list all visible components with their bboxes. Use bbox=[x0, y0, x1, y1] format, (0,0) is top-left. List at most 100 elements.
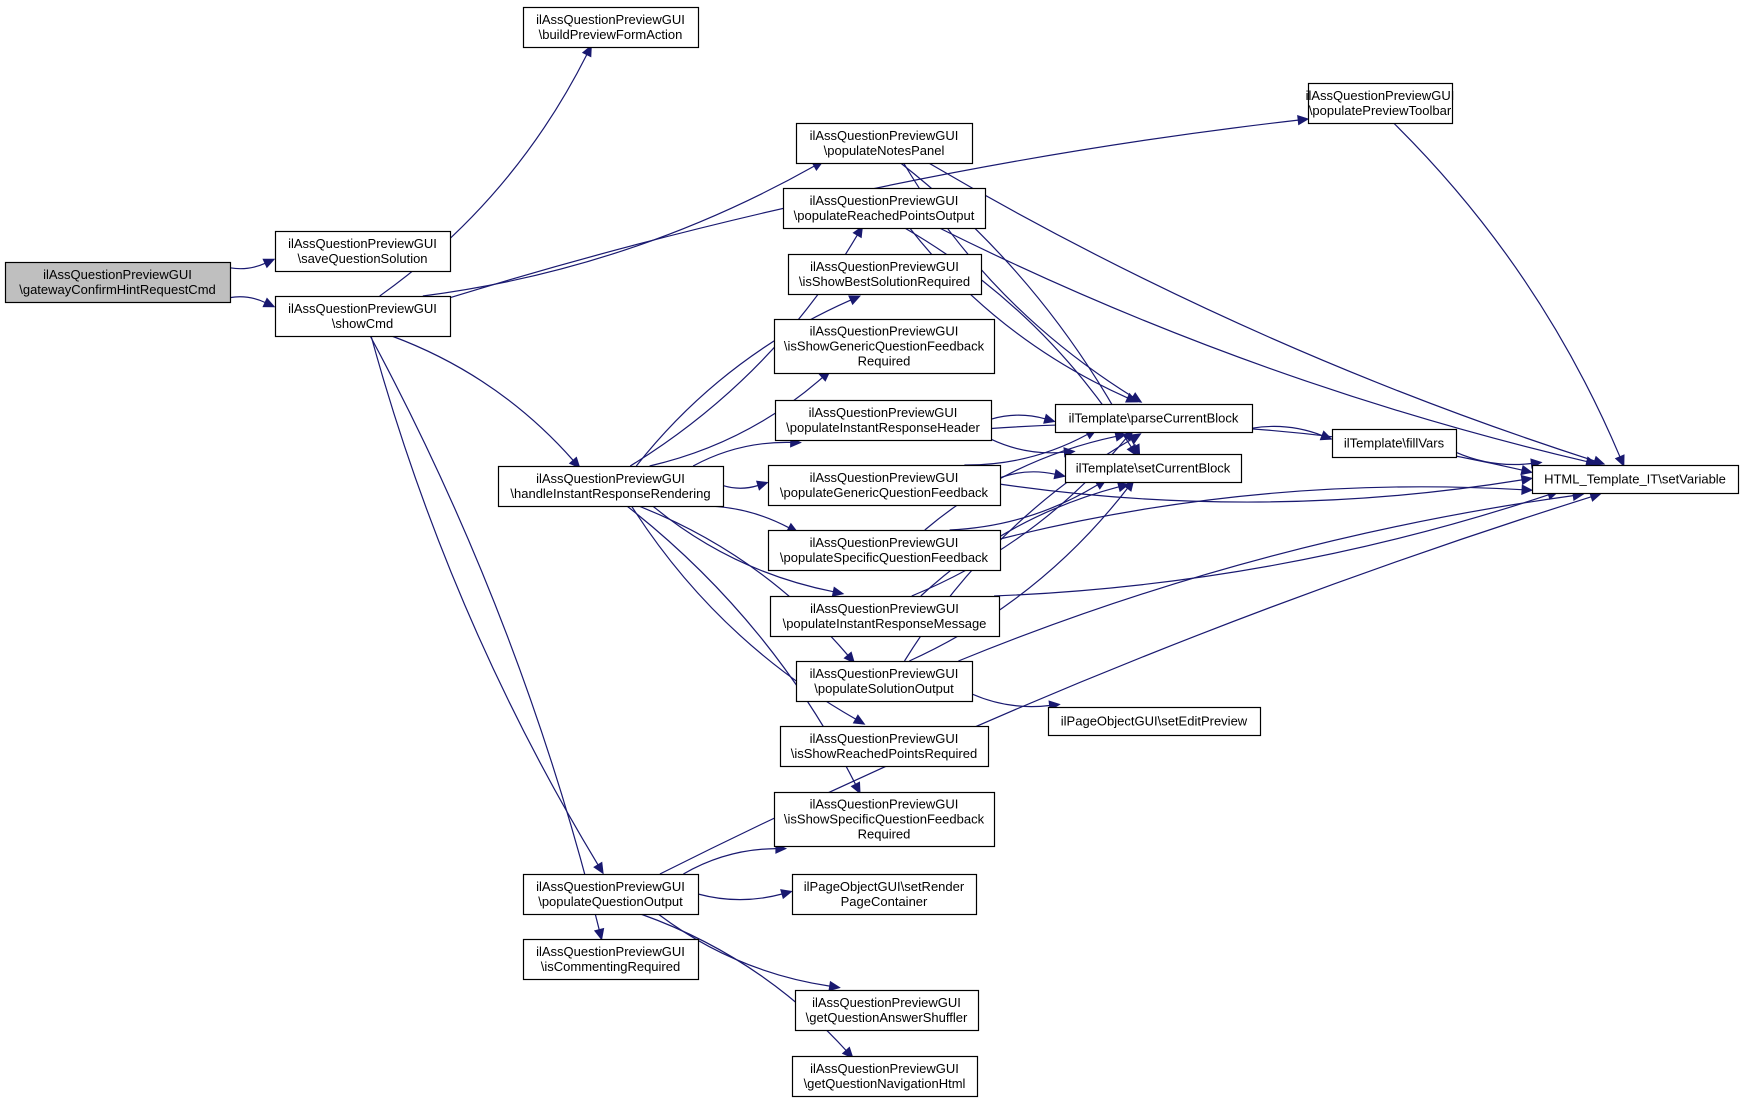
node-is-show-best-solution-required[interactable]: ilAssQuestionPreviewGUI\isShowBestSoluti… bbox=[787, 253, 983, 296]
node-save-question-solution[interactable]: ilAssQuestionPreviewGUI\saveQuestionSolu… bbox=[274, 230, 452, 273]
node-fill-vars[interactable]: ilTemplate\fillVars bbox=[1331, 428, 1458, 459]
node-box bbox=[773, 791, 996, 848]
arrowhead-icon bbox=[581, 44, 592, 58]
arrowhead-icon bbox=[1128, 433, 1142, 444]
edge-line bbox=[999, 486, 1523, 540]
edge-line bbox=[635, 299, 851, 467]
edge-line bbox=[692, 441, 791, 467]
arrowhead-icon bbox=[1520, 464, 1534, 476]
node-label-line: ilAssQuestionPreviewGUI bbox=[288, 301, 437, 316]
node-populate-question-output[interactable]: ilAssQuestionPreviewGUI\populateQuestion… bbox=[522, 873, 700, 916]
node-label-line: ilAssQuestionPreviewGUI bbox=[809, 405, 958, 420]
node-label-line: ilTemplate\parseCurrentBlock bbox=[1069, 411, 1239, 426]
edge-line bbox=[683, 848, 776, 875]
arrowhead-icon bbox=[262, 297, 276, 308]
edge-handle-instant-response-rendering-to-populate-specific-question-feedback bbox=[695, 505, 799, 533]
edge-parse-current-block-to-fill-vars bbox=[1251, 425, 1333, 441]
node-label-line: \handleInstantResponseRendering bbox=[510, 486, 710, 501]
node-box bbox=[274, 230, 452, 273]
node-populate-instant-response-header[interactable]: ilAssQuestionPreviewGUI\populateInstantR… bbox=[774, 399, 993, 442]
node-box bbox=[795, 122, 974, 165]
node-is-show-reached-points-required[interactable]: ilAssQuestionPreviewGUI\isShowReachedPoi… bbox=[779, 725, 990, 768]
arrowhead-icon bbox=[841, 1046, 854, 1059]
edge-populate-question-output-to-is-show-specific-question-feedback-required bbox=[683, 843, 788, 875]
edge-populate-preview-toolbar-to-set-variable bbox=[1393, 122, 1625, 468]
node-handle-instant-response-rendering[interactable]: ilAssQuestionPreviewGUI\handleInstantRes… bbox=[497, 465, 725, 508]
node-set-current-block[interactable]: ilTemplate\setCurrentBlock bbox=[1064, 453, 1243, 484]
edge-show-cmd-to-handle-instant-response-rendering bbox=[391, 335, 581, 469]
arrowhead-icon bbox=[1319, 430, 1333, 441]
node-get-question-navigation-html[interactable]: ilAssQuestionPreviewGUI\getQuestionNavig… bbox=[791, 1055, 979, 1098]
node-populate-preview-toolbar[interactable]: ilAssQuestionPreviewGUI\populatePreviewT… bbox=[1306, 82, 1455, 125]
node-label-line: ilPageObjectGUI\setEditPreview bbox=[1061, 714, 1248, 729]
node-is-commenting-required[interactable]: ilAssQuestionPreviewGUI\isCommentingRequ… bbox=[522, 938, 700, 981]
node-box bbox=[1331, 428, 1458, 459]
edge-line bbox=[697, 893, 783, 901]
node-label-line: \populateSolutionOutput bbox=[814, 681, 954, 696]
node-label-line: HTML_Template_IT\setVariable bbox=[1544, 472, 1726, 487]
edge-line bbox=[939, 227, 1587, 463]
node-box bbox=[522, 938, 700, 981]
node-label-line: \showCmd bbox=[332, 316, 393, 331]
arrowhead-icon bbox=[1297, 114, 1310, 126]
node-label-line: \isShowBestSolutionRequired bbox=[799, 274, 970, 289]
node-box bbox=[774, 399, 993, 442]
node-populate-reached-points-output[interactable]: ilAssQuestionPreviewGUI\populateReachedP… bbox=[782, 187, 987, 230]
node-build-preview-form-action[interactable]: ilAssQuestionPreviewGUI\buildPreviewForm… bbox=[522, 6, 700, 49]
node-label-line: \isShowSpecificQuestionFeedback bbox=[784, 812, 985, 827]
node-label-line: ilAssQuestionPreviewGUI bbox=[810, 470, 959, 485]
edge-handle-instant-response-rendering-to-populate-solution-output bbox=[638, 505, 856, 664]
node-is-show-generic-question-feedback-required[interactable]: ilAssQuestionPreviewGUI\isShowGenericQue… bbox=[773, 318, 996, 375]
node-populate-solution-output[interactable]: ilAssQuestionPreviewGUI\populateSolution… bbox=[795, 660, 974, 703]
edge-populate-question-output-to-set-render-page-container bbox=[697, 889, 793, 901]
node-label-line: ilAssQuestionPreviewGUI bbox=[536, 944, 685, 959]
node-label-line: ilAssQuestionPreviewGUI bbox=[1306, 88, 1455, 103]
node-box bbox=[782, 187, 987, 230]
arrowhead-icon bbox=[1053, 468, 1066, 480]
node-parse-current-block[interactable]: ilTemplate\parseCurrentBlock bbox=[1054, 403, 1254, 434]
arrowhead-icon bbox=[1521, 484, 1534, 495]
node-label-line: ilAssQuestionPreviewGUI bbox=[810, 193, 959, 208]
edge-populate-solution-output-to-set-variable bbox=[958, 490, 1585, 662]
edge-fill-vars-to-set-variable bbox=[1455, 451, 1543, 469]
node-label-line: ilAssQuestionPreviewGUI bbox=[536, 471, 685, 486]
arrowhead-icon bbox=[852, 714, 866, 725]
arrowhead-icon bbox=[1114, 431, 1127, 442]
node-label-line: \populateNotesPanel bbox=[824, 143, 945, 158]
edge-line bbox=[920, 486, 1119, 597]
node-gateway-confirm-hint-request-cmd[interactable]: ilAssQuestionPreviewGUI\gatewayConfirmHi… bbox=[4, 261, 232, 304]
edge-line bbox=[1393, 122, 1621, 457]
arrowhead-icon bbox=[852, 225, 864, 239]
node-label-line: ilAssQuestionPreviewGUI bbox=[812, 995, 961, 1010]
node-label-line: ilPageObjectGUI\setRender bbox=[804, 879, 965, 894]
node-label-line: ilAssQuestionPreviewGUI bbox=[810, 259, 959, 274]
node-get-question-answer-shuffler[interactable]: ilAssQuestionPreviewGUI\getQuestionAnswe… bbox=[794, 989, 980, 1032]
node-label-line: ilAssQuestionPreviewGUI bbox=[810, 731, 959, 746]
node-box bbox=[773, 318, 996, 375]
node-box bbox=[767, 464, 1002, 507]
node-populate-generic-question-feedback[interactable]: ilAssQuestionPreviewGUI\populateGenericQ… bbox=[767, 464, 1002, 507]
edge-populate-reached-points-output-to-set-variable bbox=[939, 227, 1598, 467]
node-set-variable[interactable]: HTML_Template_IT\setVariable bbox=[1531, 464, 1740, 495]
edge-gateway-confirm-hint-request-cmd-to-show-cmd bbox=[229, 296, 276, 308]
node-label-line: ilAssQuestionPreviewGUI bbox=[288, 236, 437, 251]
arrowhead-icon bbox=[1125, 392, 1138, 403]
node-label-line: ilAssQuestionPreviewGUI bbox=[810, 1061, 959, 1076]
edge-line bbox=[971, 693, 1050, 708]
node-populate-specific-question-feedback[interactable]: ilAssQuestionPreviewGUI\populateSpecific… bbox=[767, 529, 1002, 572]
arrowhead-icon bbox=[593, 927, 605, 941]
edge-line bbox=[990, 414, 1046, 420]
node-box bbox=[522, 6, 700, 49]
edge-line bbox=[391, 335, 574, 461]
edge-line bbox=[695, 505, 790, 529]
node-set-edit-preview[interactable]: ilPageObjectGUI\setEditPreview bbox=[1047, 706, 1262, 737]
edge-show-cmd-to-populate-notes-panel bbox=[422, 160, 824, 297]
node-label-line: \saveQuestionSolution bbox=[297, 251, 427, 266]
edge-populate-generic-question-feedback-to-set-variable bbox=[999, 474, 1534, 503]
node-populate-instant-response-message[interactable]: ilAssQuestionPreviewGUI\populateInstantR… bbox=[769, 595, 1001, 638]
node-show-cmd[interactable]: ilAssQuestionPreviewGUI\showCmd bbox=[274, 295, 452, 338]
node-is-show-specific-question-feedback-required[interactable]: ilAssQuestionPreviewGUI\isShowSpecificQu… bbox=[773, 791, 996, 848]
node-box bbox=[779, 725, 990, 768]
node-populate-notes-panel[interactable]: ilAssQuestionPreviewGUI\populateNotesPan… bbox=[795, 122, 974, 165]
